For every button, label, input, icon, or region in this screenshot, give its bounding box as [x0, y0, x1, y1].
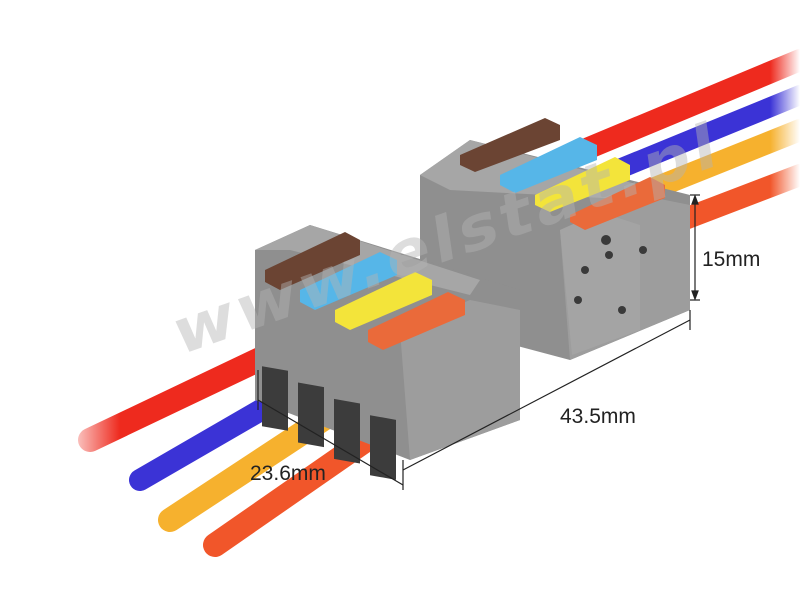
lever-yellow-front: [335, 272, 432, 330]
lever-blue-back: [500, 137, 597, 193]
connector-front: [255, 225, 520, 480]
lever-brown-front: [265, 232, 360, 290]
lever-brown-back: [460, 118, 560, 172]
width-label: 23.6mm: [250, 462, 326, 485]
lever-blue-front: [300, 252, 397, 310]
height-label: 15mm: [702, 248, 761, 271]
dimension-lines: [257, 194, 700, 490]
lever-orange-front: [368, 292, 465, 350]
lever-orange-back: [570, 177, 665, 230]
length-label: 43.5mm: [560, 405, 636, 428]
lever-yellow-back: [535, 157, 630, 212]
